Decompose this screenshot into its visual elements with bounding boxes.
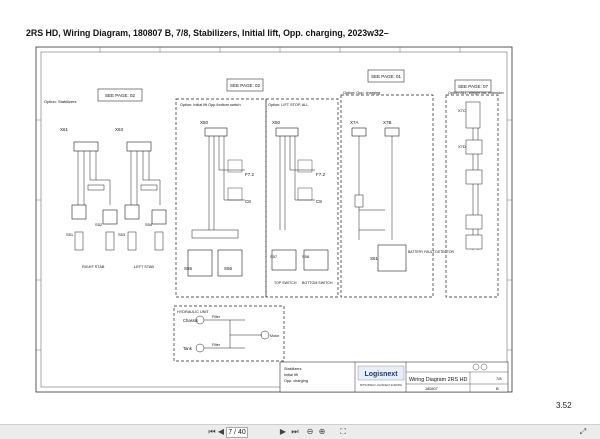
svg-text:C8: C8 xyxy=(245,199,251,204)
svg-text:BATTERY FAULT DETECTOR: BATTERY FAULT DETECTOR xyxy=(408,250,455,254)
svg-text:S52: S52 xyxy=(95,222,103,227)
document-title: 2RS HD, Wiring Diagram, 180807 B, 7/8, S… xyxy=(26,28,389,38)
svg-text:Wiring Diagram 2RS HD: Wiring Diagram 2RS HD xyxy=(409,377,468,383)
expand-icon[interactable]: ⤢ xyxy=(579,427,587,436)
svg-text:S57: S57 xyxy=(270,254,278,259)
section-stabilizers: Option: Stabilizers X61 X63 S51 S52 S53 xyxy=(44,99,167,269)
see-page-box-3: SEE PAGE: 01 xyxy=(367,69,405,83)
svg-text:S55: S55 xyxy=(184,266,193,271)
svg-text:Logisnext: Logisnext xyxy=(364,371,398,378)
zoom-out-icon[interactable]: ⊖ xyxy=(306,427,314,436)
svg-text:X7C: X7C xyxy=(458,108,466,113)
section-hydraulic: HYDRAULIC UNIT Chassis Tank Filter Filte… xyxy=(177,310,280,353)
svg-text:X50: X50 xyxy=(200,120,209,125)
svg-text:SEE PAGE: 01: SEE PAGE: 01 xyxy=(371,74,401,79)
svg-text:LEFT STAB: LEFT STAB xyxy=(134,265,154,269)
svg-text:Filter: Filter xyxy=(212,343,221,347)
svg-text:C8: C8 xyxy=(316,199,322,204)
svg-text:Filter: Filter xyxy=(212,315,221,319)
svg-text:X7A: X7A xyxy=(350,120,359,125)
svg-text:Option: ALL, Weight incl. exte: Option: ALL, Weight incl. extension xyxy=(448,91,504,95)
svg-text:B: B xyxy=(496,386,499,391)
svg-text:SEE PAGE: 07: SEE PAGE: 07 xyxy=(458,84,488,89)
wiring-diagram: SEE PAGE: 02 SEE PAGE: 02 SEE PAGE: 01 S… xyxy=(35,46,513,393)
svg-text:S51: S51 xyxy=(66,232,74,237)
svg-text:Tank: Tank xyxy=(183,346,193,351)
svg-text:SEE PAGE: 02: SEE PAGE: 02 xyxy=(105,93,135,98)
document-page: 2RS HD, Wiring Diagram, 180807 B, 7/8, S… xyxy=(26,28,572,410)
svg-text:MITSUBISHI LOGISNEXT EUROPE: MITSUBISHI LOGISNEXT EUROPE xyxy=(360,383,402,387)
svg-text:RIGHT STAB: RIGHT STAB xyxy=(82,265,105,269)
svg-text:X63: X63 xyxy=(115,127,124,132)
svg-text:S61: S61 xyxy=(370,256,379,261)
svg-text:TOP SWITCH: TOP SWITCH xyxy=(274,281,297,285)
svg-text:Initial lift: Initial lift xyxy=(284,373,299,377)
title-block: Stabilizers Initial lift Opp. charging L… xyxy=(279,361,509,393)
svg-text:F7.2: F7.2 xyxy=(316,172,326,177)
svg-text:F7.2: F7.2 xyxy=(245,172,255,177)
page-number-input[interactable]: 7 / 40 xyxy=(226,427,248,438)
see-page-box-1: SEE PAGE: 02 xyxy=(97,88,143,102)
svg-text:HYDRAULIC UNIT: HYDRAULIC UNIT xyxy=(177,310,210,314)
see-page-box-4: SEE PAGE: 07 xyxy=(454,79,492,93)
diagram-frame xyxy=(35,46,513,393)
svg-text:X7D: X7D xyxy=(458,144,466,149)
svg-text:S53: S53 xyxy=(118,232,126,237)
next-page-icon[interactable]: ▶ xyxy=(279,427,287,436)
svg-text:Opp. charging: Opp. charging xyxy=(284,379,308,383)
svg-text:BOTTOM SWITCH: BOTTOM SWITCH xyxy=(302,281,333,285)
svg-text:7/8: 7/8 xyxy=(496,376,502,381)
svg-text:S56: S56 xyxy=(224,266,233,271)
section-height-ext: Option: ALL, Weight incl. extension X7C … xyxy=(448,91,504,250)
ruler-ticks xyxy=(36,47,512,351)
svg-text:Chassis: Chassis xyxy=(183,318,198,323)
svg-text:S54: S54 xyxy=(145,222,153,227)
svg-text:X7B: X7B xyxy=(383,120,392,125)
svg-text:X50: X50 xyxy=(272,120,281,125)
svg-text:180807: 180807 xyxy=(425,387,438,391)
svg-text:Option: Opp. charging: Option: Opp. charging xyxy=(343,91,380,95)
svg-text:Motor: Motor xyxy=(270,334,280,338)
svg-text:S58: S58 xyxy=(302,254,310,259)
svg-text:Option: Stabilizers: Option: Stabilizers xyxy=(44,99,76,104)
last-page-icon[interactable]: ⏭ xyxy=(291,427,299,436)
fit-page-icon[interactable]: ⛶ xyxy=(340,427,346,436)
svg-text:Option: LIFT STOP, ALL: Option: LIFT STOP, ALL xyxy=(268,103,309,107)
first-page-icon[interactable]: ⏮ xyxy=(208,427,216,436)
svg-text:X61: X61 xyxy=(60,127,69,132)
svg-text:SEE PAGE: 02: SEE PAGE: 02 xyxy=(230,83,260,88)
section-opp-charging: Option: Opp. charging X7A X7B S61 BATTER… xyxy=(343,91,455,272)
section-initial-lift: Option: Initial lift Opp./bottom switch … xyxy=(180,103,255,277)
zoom-in-icon[interactable]: ⊕ xyxy=(318,427,326,436)
section-lift-stop: Option: LIFT STOP, ALL X50 F7.2 C8 S57 S… xyxy=(268,103,333,285)
svg-text:Option: Initial lift Opp./bott: Option: Initial lift Opp./bottom switch xyxy=(180,103,241,107)
page-number: 3.52 xyxy=(556,401,572,410)
see-page-box-2: SEE PAGE: 02 xyxy=(226,78,264,92)
previous-page-icon[interactable]: ◀ xyxy=(217,427,225,436)
svg-text:Stabilizers: Stabilizers xyxy=(284,367,302,371)
pdf-toolbar: ⏮ ◀ 7 / 40 ▶ ⏭ ⊖ ⊕ ⛶ ⤢ xyxy=(0,424,600,439)
